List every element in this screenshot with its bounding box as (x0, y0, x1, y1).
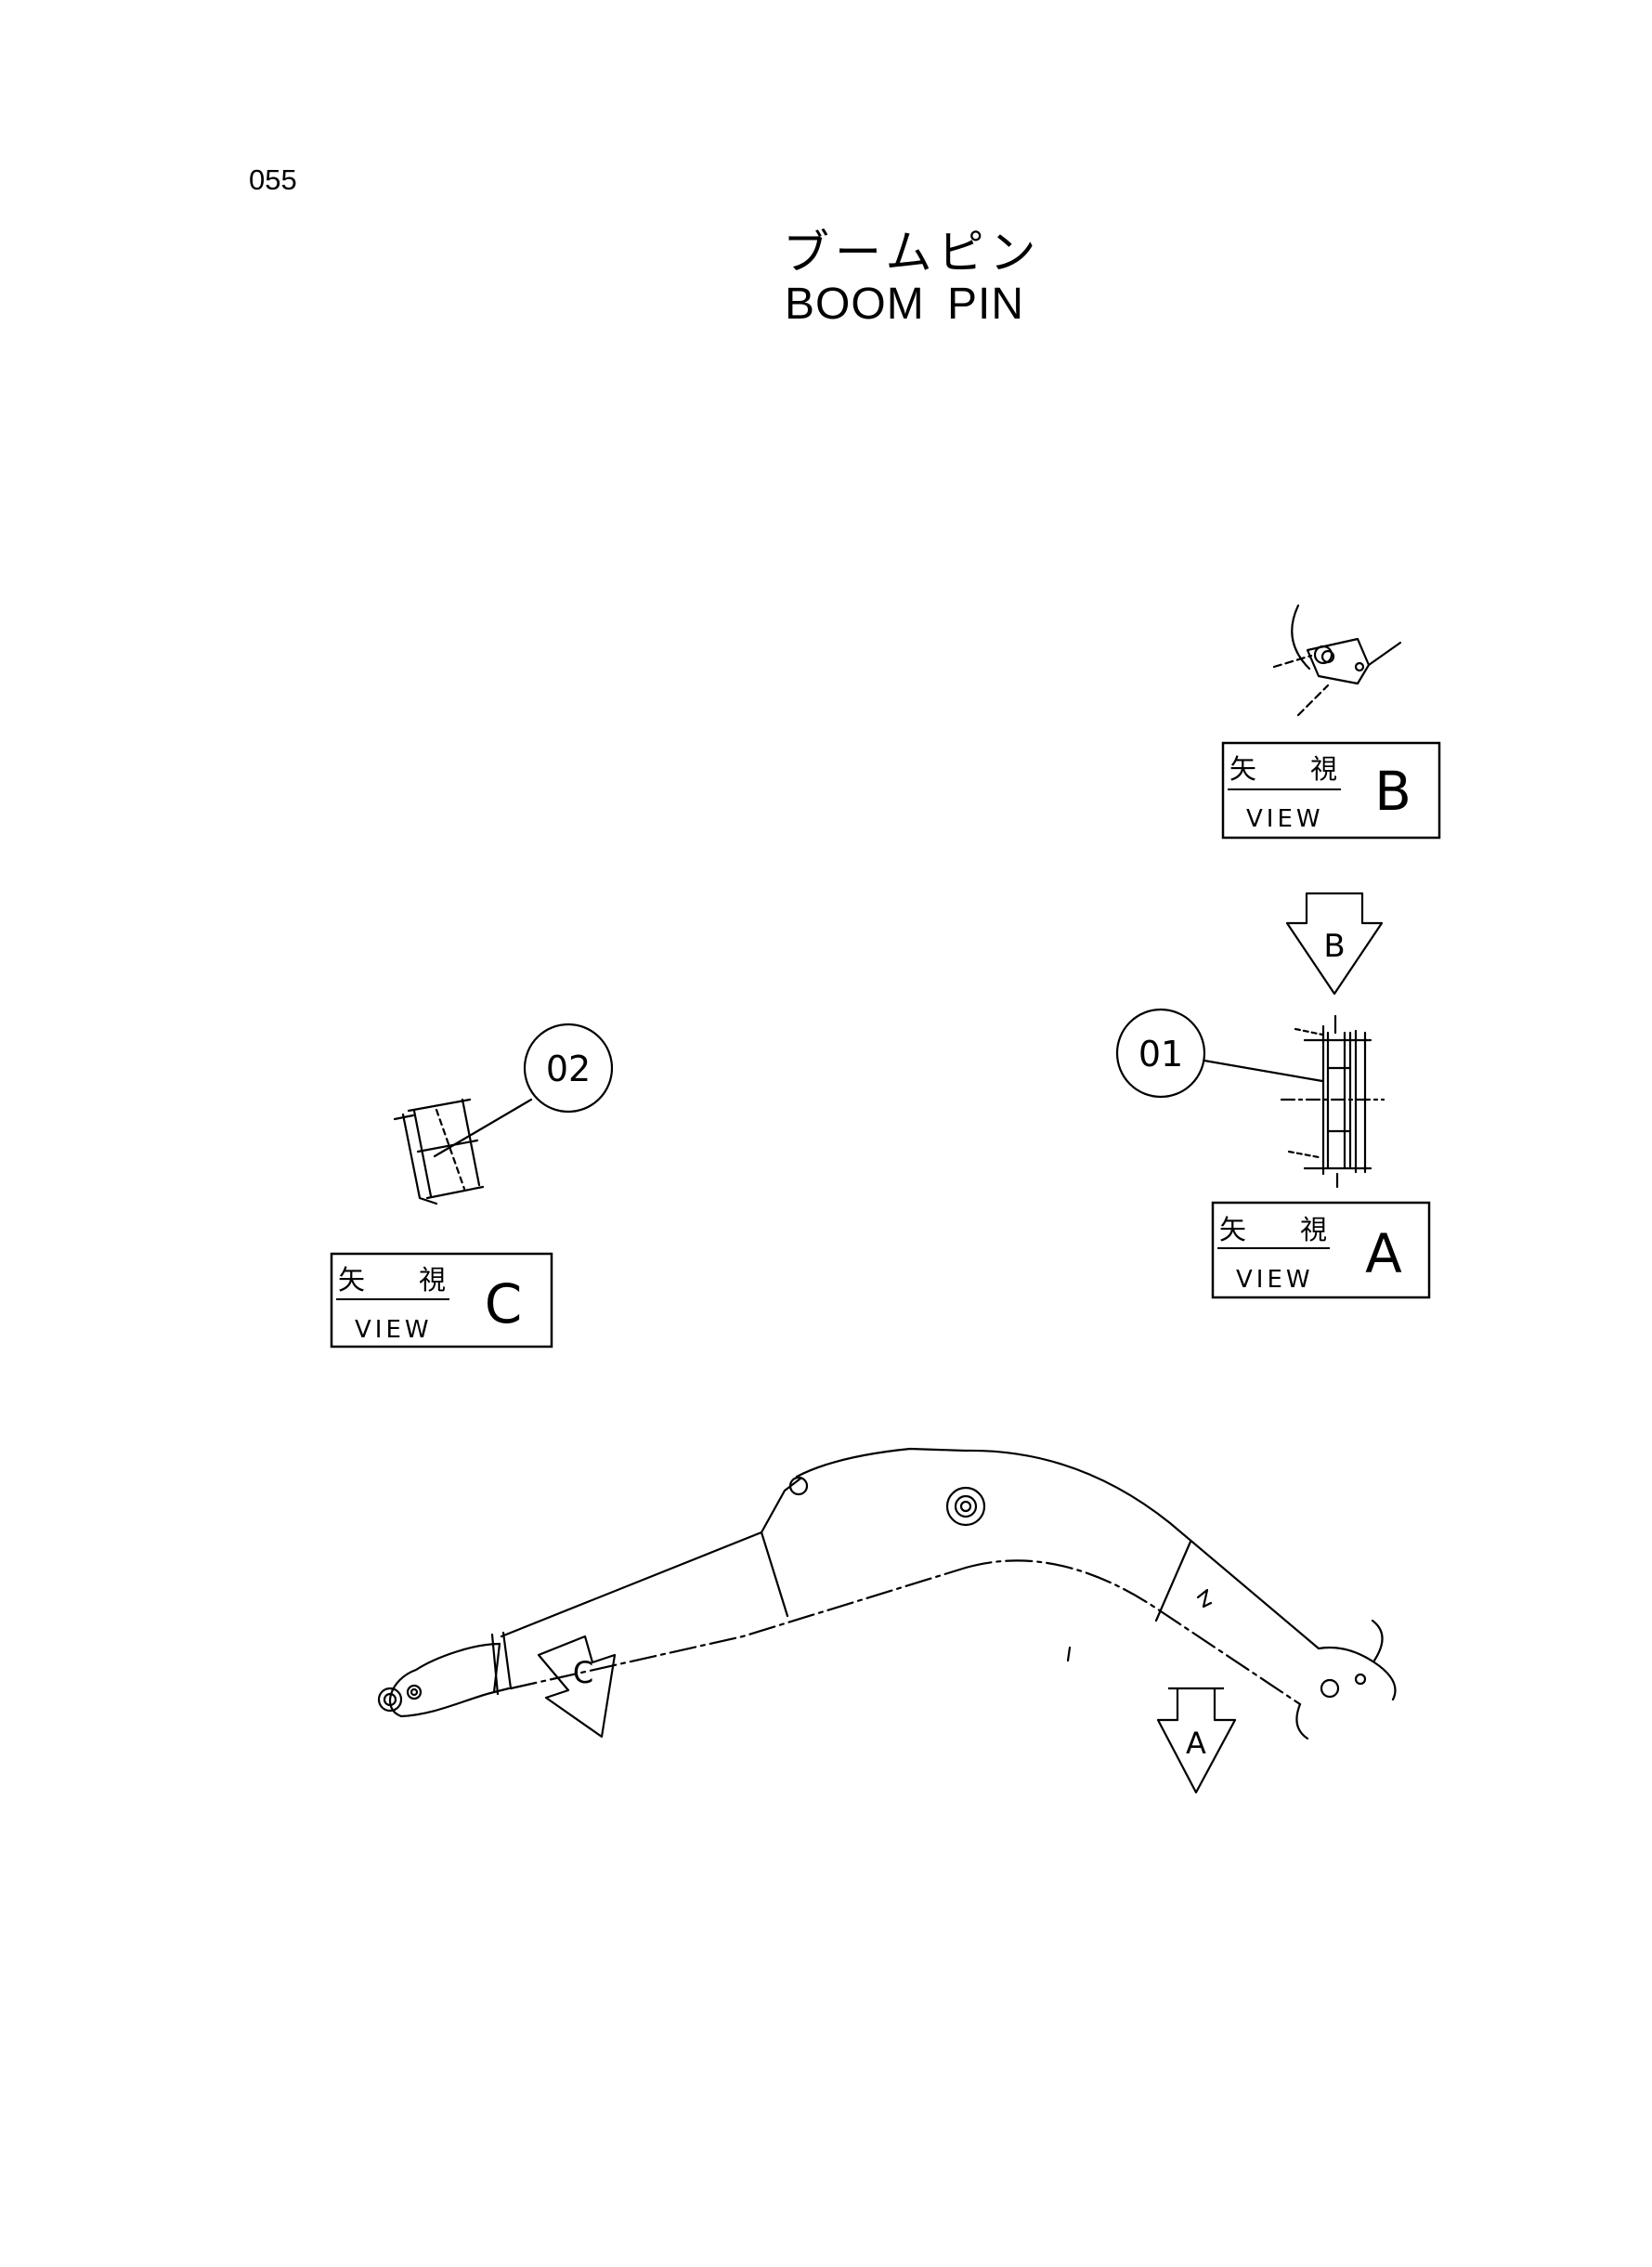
detail-view-b (1272, 604, 1402, 717)
detail-view-a (1280, 1014, 1385, 1189)
view-label-b-jp: 矢 視 (1229, 753, 1337, 785)
view-label-a-jp: 矢 視 (1219, 1214, 1327, 1245)
page-title-japanese: ブームピン (783, 226, 1042, 280)
callout-01: 01 (1115, 1008, 1206, 1099)
view-label-c-jp: 矢 視 (338, 1264, 446, 1296)
callout-02-label: 02 (546, 1049, 591, 1089)
view-label-c-en: VIEW (355, 1316, 433, 1344)
view-arrow-c: C (537, 1635, 617, 1739)
boom-arm (377, 1447, 1397, 1740)
view-label-c: 矢 視 VIEW C (330, 1252, 553, 1348)
view-arrow-a: A (1156, 1687, 1237, 1794)
view-label-c-letter: C (485, 1272, 523, 1335)
callout-01-label: 01 (1138, 1034, 1183, 1075)
callout-02: 02 (523, 1023, 614, 1114)
view-arrow-b: B (1285, 892, 1384, 996)
view-arrow-a-letter: A (1186, 1726, 1206, 1761)
view-label-a-en: VIEW (1236, 1266, 1314, 1294)
page-number: 055 (249, 163, 297, 196)
view-label-b: 矢 視 VIEW B (1221, 741, 1441, 840)
view-label-a: 矢 視 VIEW A (1211, 1201, 1431, 1299)
view-label-b-letter: B (1374, 760, 1411, 823)
view-arrow-c-letter: C (573, 1655, 593, 1690)
detail-view-c (393, 1098, 485, 1205)
view-label-a-letter: A (1365, 1222, 1402, 1285)
view-arrow-b-letter: B (1323, 928, 1345, 965)
page-title: BOOM PIN (785, 280, 1025, 329)
view-label-b-en: VIEW (1246, 805, 1324, 833)
